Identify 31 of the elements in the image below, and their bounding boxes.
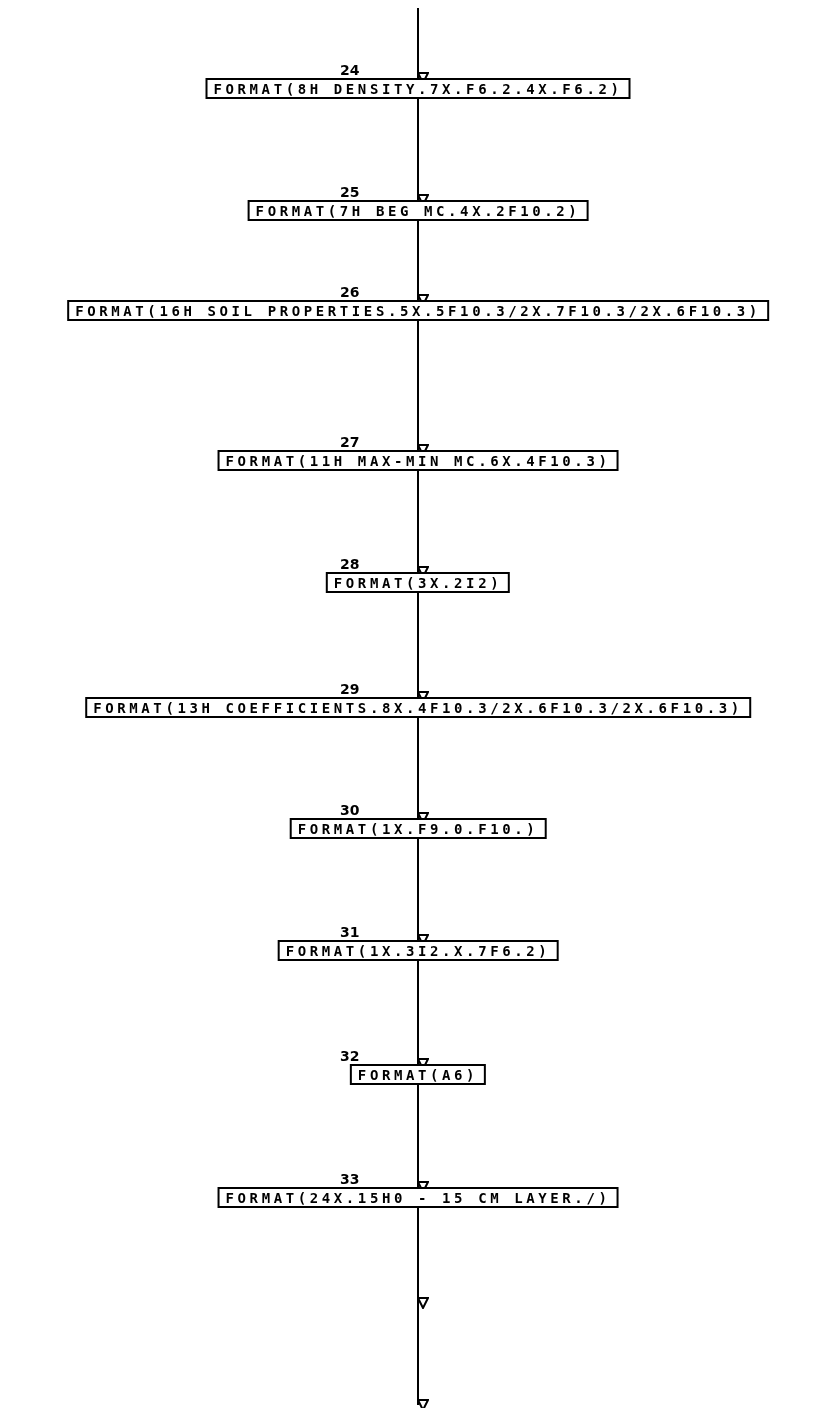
format-statement-text: FORMAT(7H BEG MC.4X.2F10.2) bbox=[255, 203, 581, 219]
statement-number: 24 bbox=[340, 63, 360, 77]
format-statement-text: FORMAT(24X.15H0 - 15 CM LAYER./) bbox=[225, 1190, 611, 1206]
format-statement-box bbox=[205, 78, 631, 99]
format-statement-box bbox=[349, 1064, 487, 1085]
format-statement-box bbox=[277, 940, 559, 961]
arrow bbox=[417, 1207, 429, 1408]
statement-number: 31 bbox=[340, 925, 360, 939]
format-statement-text: FORMAT(1X.3I2.X.7F6.2) bbox=[285, 943, 551, 959]
format-statement-box bbox=[247, 200, 589, 221]
statement-number: 28 bbox=[340, 557, 360, 571]
statement-number: 27 bbox=[340, 435, 360, 449]
statement-number: 33 bbox=[340, 1172, 360, 1186]
format-statement-text: FORMAT(1X.F9.0.F10.) bbox=[297, 821, 539, 837]
format-statement-text: FORMAT(13H COEFFICIENTS.8X.4F10.3/2X.6F10.3/2X.6F10.3) bbox=[93, 700, 743, 716]
format-statement-text: FORMAT(A6) bbox=[357, 1067, 479, 1083]
format-statement-box bbox=[325, 572, 511, 593]
format-statement-text: FORMAT(8H DENSITY.7X.F6.2.4X.F6.2) bbox=[213, 81, 623, 97]
format-statement-box bbox=[217, 1187, 619, 1208]
statement-number: 29 bbox=[340, 682, 360, 696]
format-statement-box bbox=[85, 697, 751, 718]
statement-number: 26 bbox=[340, 285, 360, 299]
format-statement-box bbox=[217, 450, 619, 471]
format-statement-text: FORMAT(11H MAX-MIN MC.6X.4F10.3) bbox=[225, 453, 611, 469]
statement-number: 30 bbox=[340, 803, 360, 817]
format-statement-text: FORMAT(3X.2I2) bbox=[333, 575, 503, 591]
format-statement-box bbox=[67, 300, 769, 321]
format-statement-box bbox=[289, 818, 547, 839]
statement-number: 25 bbox=[340, 185, 360, 199]
statement-number: 32 bbox=[340, 1049, 360, 1063]
format-statement-text: FORMAT(16H SOIL PROPERTIES.5X.5F10.3/2X.7F10.3/2X.6F10.3) bbox=[75, 303, 761, 319]
